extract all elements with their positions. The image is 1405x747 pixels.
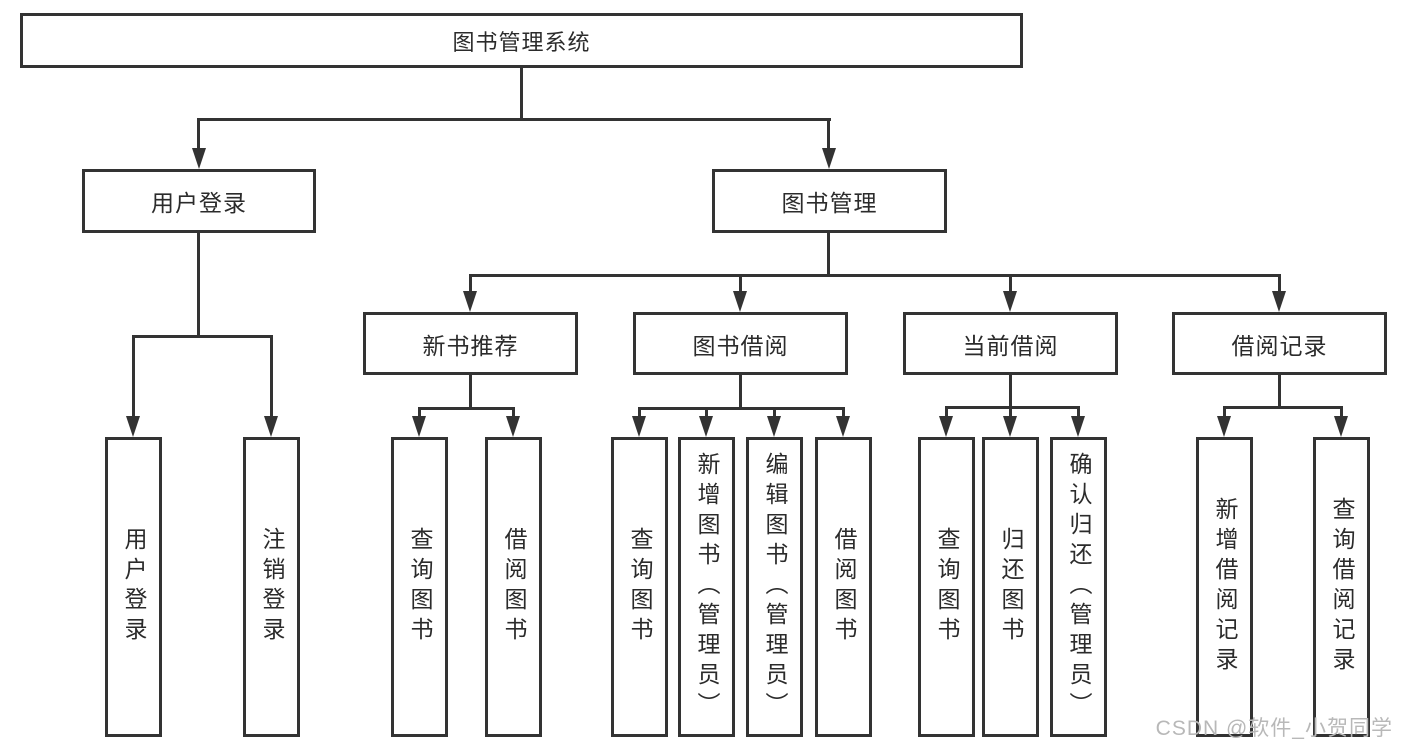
node-root: 图书管理系统 — [20, 13, 1023, 68]
connector-drop-cb-confirm — [1077, 406, 1080, 418]
arrowhead-bb-query — [632, 416, 646, 437]
node-book-borrowing-label: 图书借阅 — [692, 332, 789, 359]
connector-level3-rail — [469, 274, 1281, 277]
connector-drop-nbr-borrow — [512, 407, 515, 418]
leaf-bb-query-books: 查询图书 — [611, 437, 668, 737]
leaf-logout: 注销登录 — [243, 437, 300, 737]
arrowhead-bb-borrow — [836, 416, 850, 437]
connector-drop-leaf-logout — [270, 335, 273, 418]
connector-cb-rail — [945, 406, 1080, 409]
arrowhead-new-book — [463, 291, 477, 312]
node-new-book-recommend: 新书推荐 — [363, 312, 578, 375]
leaf-bb-edit-books-admin-label: 编辑图书（管理员） — [762, 452, 788, 722]
node-book-borrowing: 图书借阅 — [633, 312, 848, 375]
node-book-management: 图书管理 — [712, 169, 947, 233]
connector-drop-bb-borrow — [842, 407, 845, 418]
connector-drop-current-borrow — [1009, 274, 1012, 293]
connector-drop-bb-edit — [773, 407, 776, 418]
connector-drop-br-query — [1340, 406, 1343, 418]
connector-drop-bb-query — [638, 407, 641, 418]
arrowhead-cb-confirm — [1071, 416, 1085, 437]
connector-drop-cb-query — [945, 406, 948, 418]
connector-cb-stub — [1009, 375, 1012, 406]
connector-mgmt-stub — [827, 233, 830, 274]
connector-user-rail — [132, 335, 273, 338]
connector-level2-rail — [197, 118, 831, 121]
arrowhead-user-login — [192, 148, 206, 169]
leaf-cb-return-books: 归还图书 — [982, 437, 1039, 737]
connector-drop-book-borrow — [739, 274, 742, 293]
arrowhead-leaf-login — [126, 416, 140, 437]
connector-bb-stub — [739, 375, 742, 407]
connector-drop-bb-add — [705, 407, 708, 418]
connector-nbr-stub — [469, 375, 472, 407]
arrowhead-book-borrow — [733, 291, 747, 312]
leaf-cb-confirm-return-admin-label: 确认归还（管理员） — [1066, 452, 1092, 722]
connector-drop-br-add — [1223, 406, 1226, 418]
connector-nbr-rail — [418, 407, 515, 410]
node-user-login: 用户登录 — [82, 169, 316, 233]
leaf-bb-edit-books-admin: 编辑图书（管理员） — [746, 437, 803, 737]
node-borrow-records-label: 借阅记录 — [1231, 332, 1328, 359]
arrowhead-borrow-records — [1272, 291, 1286, 312]
leaf-logout-label: 注销登录 — [259, 527, 285, 647]
node-current-borrowing: 当前借阅 — [903, 312, 1118, 375]
leaf-bb-add-books-admin: 新增图书（管理员） — [678, 437, 735, 737]
leaf-cb-return-books-label: 归还图书 — [998, 527, 1024, 647]
leaf-user-login: 用户登录 — [105, 437, 162, 737]
leaf-cb-confirm-return-admin: 确认归还（管理员） — [1050, 437, 1107, 737]
arrowhead-bb-add — [699, 416, 713, 437]
connector-drop-borrow-records — [1278, 274, 1281, 293]
connector-root-stub — [520, 68, 523, 118]
connector-drop-nbr-query — [418, 407, 421, 418]
leaf-cb-query-books-label: 查询图书 — [934, 527, 960, 647]
arrowhead-br-query — [1334, 416, 1348, 437]
leaf-nbr-borrow-books: 借阅图书 — [485, 437, 542, 737]
arrowhead-nbr-query — [412, 416, 426, 437]
arrowhead-leaf-logout — [264, 416, 278, 437]
node-user-login-label: 用户登录 — [151, 190, 247, 216]
leaf-nbr-query-books-label: 查询图书 — [407, 527, 433, 647]
connector-drop-book-mgmt — [827, 118, 830, 150]
connector-drop-new-book — [469, 274, 472, 293]
arrowhead-current-borrow — [1003, 291, 1017, 312]
leaf-bb-query-books-label: 查询图书 — [627, 527, 653, 647]
connector-br-rail — [1223, 406, 1343, 409]
leaf-br-add-record-label: 新增借阅记录 — [1212, 497, 1238, 677]
leaf-br-add-record: 新增借阅记录 — [1196, 437, 1253, 737]
leaf-br-query-record-label: 查询借阅记录 — [1329, 497, 1355, 677]
leaf-bb-borrow-books-label: 借阅图书 — [831, 527, 857, 647]
arrowhead-br-add — [1217, 416, 1231, 437]
node-new-book-recommend-label: 新书推荐 — [422, 332, 519, 359]
leaf-nbr-borrow-books-label: 借阅图书 — [501, 527, 527, 647]
arrowhead-nbr-borrow — [506, 416, 520, 437]
leaf-cb-query-books: 查询图书 — [918, 437, 975, 737]
connector-drop-leaf-login — [132, 335, 135, 418]
watermark: CSDN @软件_小贺同学 — [1155, 717, 1393, 740]
leaf-br-query-record: 查询借阅记录 — [1313, 437, 1370, 737]
connector-br-stub — [1278, 375, 1281, 406]
leaf-bb-borrow-books: 借阅图书 — [815, 437, 872, 737]
arrowhead-book-mgmt — [822, 148, 836, 169]
leaf-bb-add-books-admin-label: 新增图书（管理员） — [694, 452, 720, 722]
connector-drop-user-login — [197, 118, 200, 150]
arrowhead-cb-return — [1003, 416, 1017, 437]
node-root-label: 图书管理系统 — [452, 29, 591, 55]
connector-user-stub — [197, 233, 200, 335]
connector-drop-cb-return — [1009, 406, 1012, 418]
connector-bb-rail — [638, 407, 845, 410]
leaf-nbr-query-books: 查询图书 — [391, 437, 448, 737]
node-book-management-label: 图书管理 — [781, 190, 878, 216]
leaf-user-login-label: 用户登录 — [121, 527, 147, 647]
arrowhead-bb-edit — [767, 416, 781, 437]
node-current-borrowing-label: 当前借阅 — [962, 332, 1059, 359]
node-borrow-records: 借阅记录 — [1172, 312, 1387, 375]
arrowhead-cb-query — [939, 416, 953, 437]
